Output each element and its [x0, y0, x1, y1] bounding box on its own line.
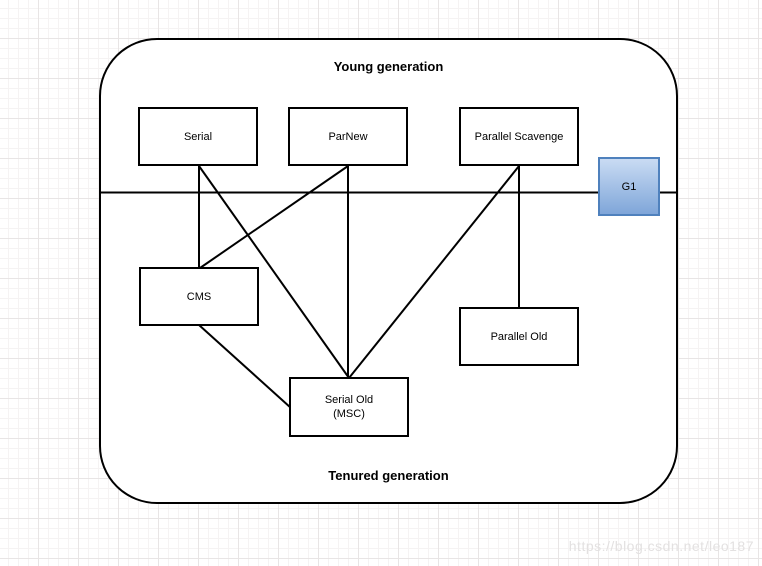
node-serial-old-label: Serial Old	[324, 394, 374, 406]
node-parnew: ParNew	[288, 107, 408, 166]
node-cms-label: CMS	[186, 290, 212, 303]
node-cms: CMS	[139, 267, 259, 326]
node-serial: Serial	[138, 107, 258, 166]
node-parnew-label: ParNew	[328, 130, 368, 143]
node-serial-old: Serial Old (MSC)	[289, 377, 409, 437]
node-serial-label: Serial	[183, 130, 213, 143]
node-parallel-old: Parallel Old	[459, 307, 579, 366]
csdn-watermark: https://blog.csdn.net/leo187	[568, 538, 754, 554]
tenured-generation-title: Tenured generation	[328, 468, 449, 483]
node-parallel-scavenge: Parallel Scavenge	[459, 107, 579, 166]
node-parallel-scavenge-label: Parallel Scavenge	[474, 130, 564, 143]
node-serial-old-sublabel: (MSC)	[333, 408, 365, 420]
young-generation-title: Young generation	[333, 59, 444, 74]
node-g1: G1	[598, 157, 660, 216]
node-parallel-old-label: Parallel Old	[490, 330, 548, 343]
node-g1-label: G1	[621, 180, 637, 193]
